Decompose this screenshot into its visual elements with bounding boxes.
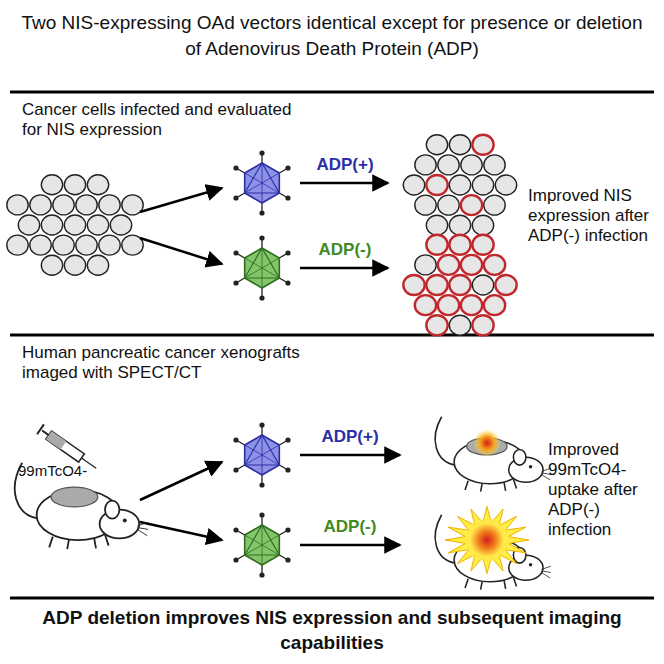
mouse-injected [15,463,148,549]
cell [449,135,470,155]
cell [99,195,120,215]
cell [7,235,28,255]
cell [461,155,482,175]
vector-label: ADP(-) [305,517,395,537]
cell [472,215,493,235]
virus-icons [233,150,290,577]
mouse-adp-minus [435,506,551,589]
cell [64,175,85,195]
section-heading: Human pancreatic cancer xenografts image… [22,343,322,383]
cell [41,215,62,235]
cell [87,215,108,235]
cell [438,255,459,275]
cell [41,175,62,195]
cell [64,255,85,275]
result-note: Improved 99mTcO4- uptake after ADP(-) in… [548,440,660,540]
cell [426,175,447,195]
cell [426,135,447,155]
cell [472,175,493,195]
cell [484,195,505,215]
section-heading: Cancer cells infected and evaluated for … [22,100,312,140]
cell [76,195,97,215]
vector-label: ADP(-) [300,240,390,260]
cell [87,255,108,275]
cell [30,195,51,215]
cell [472,315,493,335]
cell [415,295,436,315]
cell [403,175,424,195]
cell [449,175,470,195]
cell [449,215,470,235]
mouse-adp-plus [435,417,551,492]
cell [76,235,97,255]
cell [87,175,108,195]
cell [438,295,459,315]
cell [484,255,505,275]
cell [403,275,424,295]
cell [7,195,28,215]
cell-clusters [7,135,517,336]
cell [30,235,51,255]
cell [415,195,436,215]
cell [461,255,482,275]
cell [41,255,62,275]
caption: ADP deletion improves NIS expression and… [40,606,624,655]
cell [53,235,74,255]
title: Two NIS-expressing OAd vectors identical… [14,10,650,61]
cell [53,195,74,215]
cell [415,155,436,175]
cell [110,215,131,235]
cell [426,315,447,335]
cell [461,195,482,215]
cell [415,255,436,275]
vector-label: ADP(+) [300,155,390,175]
cell [438,155,459,175]
cell [449,315,470,335]
cell [461,295,482,315]
cell [438,195,459,215]
cell [64,215,85,235]
cell [484,295,505,315]
cell [495,175,516,195]
cell [99,235,120,255]
cell [426,275,447,295]
cell [426,215,447,235]
cell [18,215,39,235]
result-note: Improved NIS expression after ADP(-) inf… [528,186,658,246]
tracer-label: 99mTcO4- [18,462,113,480]
cell [484,155,505,175]
cell [472,275,493,295]
cell [472,235,493,255]
cell [472,135,493,155]
cell [426,235,447,255]
cell [495,275,516,295]
cell [449,235,470,255]
cell [449,275,470,295]
vector-label: ADP(+) [305,427,395,447]
